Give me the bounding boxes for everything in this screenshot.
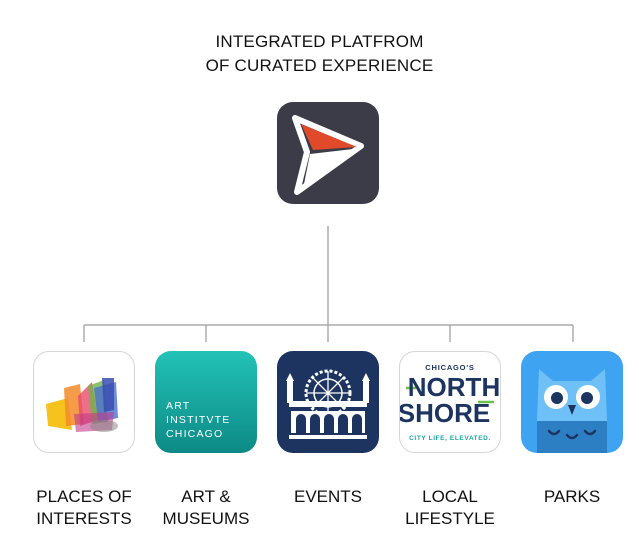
north-shore-logo-top: CHICAGO'S [425,363,474,372]
north-shore-logo-north: NORTH [408,372,500,402]
label-events: EVENTS [263,486,393,508]
label-art-line-1: ART & [181,487,231,506]
north-shore-logo-tagline: CITY LIFE, ELEVATED. [409,435,491,442]
north-shore-logo: CHICAGO'S NORTH SHORE CITY LIFE, ELEVATE… [400,363,500,442]
label-places-line-2: INTERESTS [36,509,132,528]
art-institute-logo: ART INSTITVTE CHICAGO [166,400,230,440]
label-places-line-1: PLACES OF [36,487,132,506]
platform-hub-icon[interactable] [277,102,379,204]
art-logo-line-3: CHICAGO [166,428,223,440]
label-local-line-1: LOCAL [422,487,478,506]
owl-icon [537,369,607,453]
label-local: LOCAL LIFESTYLE [385,486,515,530]
label-art-line-2: MUSEUMS [162,509,250,528]
label-parks: PARKS [507,486,637,508]
art-museums-app-icon[interactable]: ART INSTITVTE CHICAGO [155,351,257,453]
colorful-shapes-icon [46,378,118,432]
title-line-1: INTEGRATED PLATFROM [215,32,424,51]
label-places: PLACES OF INTERESTS [19,486,149,530]
parks-app-icon[interactable] [521,351,623,453]
label-events-line-1: EVENTS [293,487,363,506]
label-art: ART & MUSEUMS [141,486,271,530]
art-logo-line-2: INSTITVTE [166,414,230,426]
label-local-line-2: LIFESTYLE [405,509,495,528]
paper-plane-icon [292,115,364,195]
art-logo-line-1: ART [166,400,190,412]
ferris-wheel-icon [286,369,370,439]
local-lifestyle-app-icon[interactable]: CHICAGO'S NORTH SHORE CITY LIFE, ELEVATE… [399,351,501,453]
north-shore-logo-shore: SHORE [400,398,490,428]
places-app-icon[interactable] [33,351,135,453]
label-parks-line-1: PARKS [543,487,601,506]
events-app-icon[interactable] [277,351,379,453]
title-line-2: OF CURATED EXPERIENCE [205,56,434,75]
